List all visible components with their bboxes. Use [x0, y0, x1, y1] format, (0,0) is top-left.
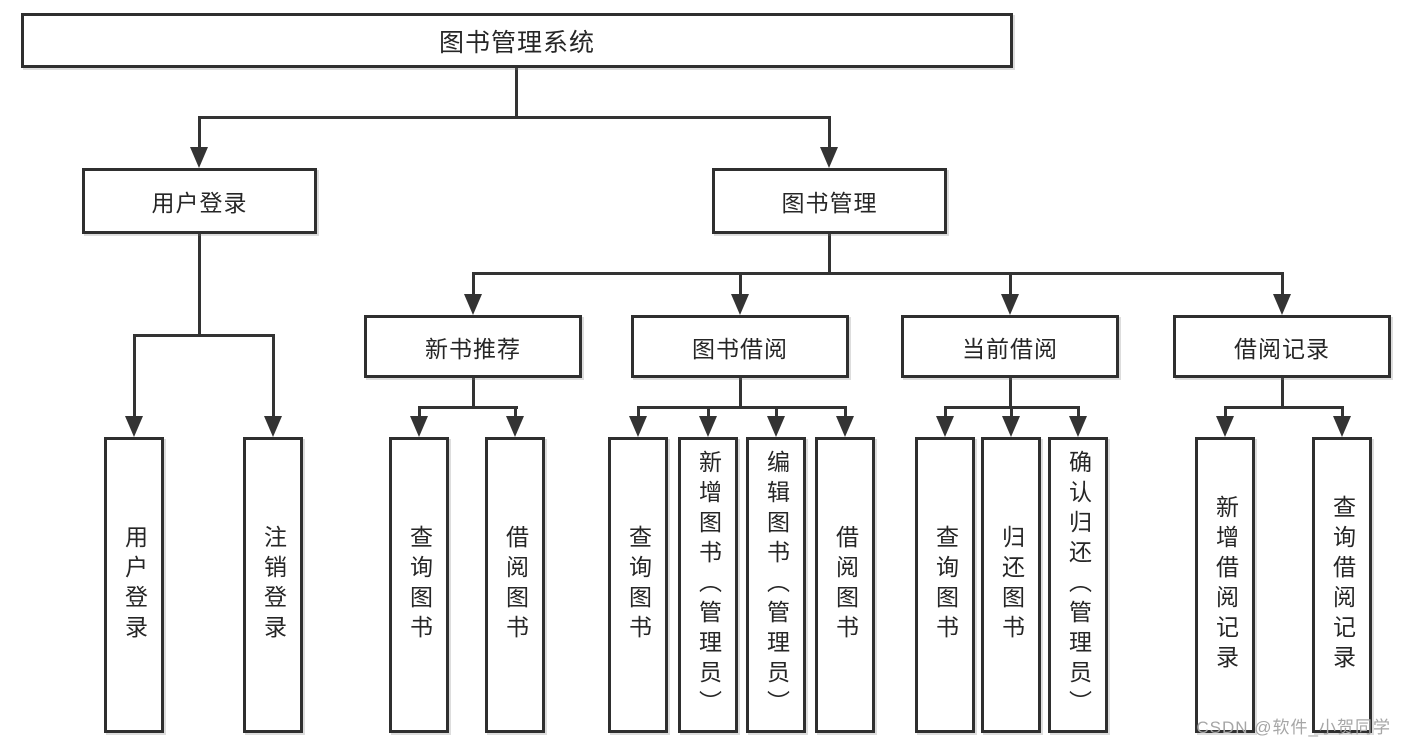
- connector-line: [272, 334, 275, 420]
- connector-line: [1224, 406, 1227, 420]
- connector-line: [1009, 378, 1012, 409]
- leaf-confirm-return-admin-label: 确认归还（管理员）: [1065, 450, 1092, 720]
- node-root-book-management-system: 图书管理系统: [21, 13, 1013, 68]
- arrowhead-down-icon: [767, 416, 785, 437]
- node-user-login: 用户登录: [82, 168, 317, 234]
- arrowhead-down-icon: [836, 416, 854, 437]
- leaf-query-books-borrowing-label: 查询图书: [625, 525, 652, 645]
- leaf-query-books-borrowing: 查询图书: [608, 437, 668, 733]
- leaf-return-books: 归还图书: [981, 437, 1041, 733]
- node-user-login-label: 用户登录: [151, 190, 248, 216]
- connector-line: [1077, 406, 1080, 420]
- connector-line: [637, 406, 640, 420]
- connector-line: [707, 406, 710, 420]
- node-borrowing-records: 借阅记录: [1173, 315, 1391, 378]
- node-new-book-recommendation: 新书推荐: [364, 315, 582, 378]
- arrowhead-down-icon: [820, 147, 838, 168]
- connector-line: [739, 272, 742, 298]
- node-current-borrowing: 当前借阅: [901, 315, 1119, 378]
- leaf-borrow-books-recommendation: 借阅图书: [485, 437, 545, 733]
- arrowhead-down-icon: [125, 416, 143, 437]
- connector-line: [1009, 272, 1012, 298]
- leaf-add-books-admin: 新增图书（管理员）: [678, 437, 738, 733]
- arrowhead-down-icon: [410, 416, 428, 437]
- leaf-query-borrow-record-label: 查询借阅记录: [1329, 495, 1356, 675]
- connector-line: [514, 406, 517, 420]
- node-current-borrowing-label: 当前借阅: [962, 335, 1058, 362]
- arrowhead-down-icon: [264, 416, 282, 437]
- connector-line: [844, 406, 847, 420]
- node-book-management-label: 图书管理: [781, 190, 878, 216]
- leaf-edit-books-admin-label: 编辑图书（管理员）: [763, 450, 790, 720]
- leaf-add-borrow-record-label: 新增借阅记录: [1212, 495, 1239, 675]
- leaf-logout: 注销登录: [243, 437, 303, 733]
- connector-line: [133, 334, 136, 420]
- leaf-edit-books-admin: 编辑图书（管理员）: [746, 437, 806, 733]
- connector-line: [133, 334, 275, 337]
- node-book-management: 图书管理: [712, 168, 947, 234]
- connector-line: [637, 406, 847, 409]
- leaf-logout-label: 注销登录: [260, 525, 287, 645]
- connector-line: [472, 272, 475, 298]
- connector-line: [1281, 272, 1284, 298]
- connector-line: [1341, 406, 1344, 420]
- connector-line: [1281, 378, 1284, 409]
- leaf-user-login: 用户登录: [104, 437, 164, 733]
- leaf-return-books-label: 归还图书: [998, 525, 1025, 645]
- node-root-label: 图书管理系统: [438, 28, 595, 57]
- connector-line: [828, 116, 831, 152]
- connector-line: [472, 378, 475, 409]
- connector-line: [198, 116, 831, 119]
- arrowhead-down-icon: [506, 416, 524, 437]
- connector-line: [1010, 406, 1013, 420]
- leaf-add-borrow-record: 新增借阅记录: [1195, 437, 1255, 733]
- node-borrowing-records-label: 借阅记录: [1234, 335, 1330, 362]
- leaf-query-books-current-label: 查询图书: [932, 525, 959, 645]
- leaf-add-books-admin-label: 新增图书（管理员）: [695, 450, 722, 720]
- arrowhead-down-icon: [1001, 294, 1019, 315]
- node-book-borrowing-label: 图书借阅: [692, 335, 788, 362]
- arrowhead-down-icon: [1333, 416, 1351, 437]
- connector-line: [418, 406, 518, 409]
- leaf-query-books-recommendation-label: 查询图书: [406, 525, 433, 645]
- connector-line: [198, 116, 201, 152]
- connector-line: [739, 378, 742, 409]
- arrowhead-down-icon: [1216, 416, 1234, 437]
- leaf-query-books-current: 查询图书: [915, 437, 975, 733]
- connector-line: [775, 406, 778, 420]
- connector-line: [515, 68, 518, 118]
- connector-line: [1224, 406, 1343, 409]
- csdn-watermark: CSDN @软件_小贺同学: [1196, 718, 1391, 737]
- connector-line: [418, 406, 421, 420]
- arrowhead-down-icon: [464, 294, 482, 315]
- node-new-book-recommendation-label: 新书推荐: [425, 335, 521, 362]
- arrowhead-down-icon: [1002, 416, 1020, 437]
- leaf-borrow-books-borrowing-label: 借阅图书: [832, 525, 859, 645]
- connector-line: [828, 234, 831, 275]
- connector-line: [944, 406, 947, 420]
- arrowhead-down-icon: [699, 416, 717, 437]
- leaf-user-login-label: 用户登录: [121, 525, 148, 645]
- leaf-query-books-recommendation: 查询图书: [389, 437, 449, 733]
- arrowhead-down-icon: [1273, 294, 1291, 315]
- connector-line: [198, 234, 201, 337]
- leaf-confirm-return-admin: 确认归还（管理员）: [1048, 437, 1108, 733]
- arrowhead-down-icon: [1069, 416, 1087, 437]
- arrowhead-down-icon: [936, 416, 954, 437]
- leaf-borrow-books-borrowing: 借阅图书: [815, 437, 875, 733]
- arrowhead-down-icon: [629, 416, 647, 437]
- connector-line: [472, 272, 1284, 275]
- leaf-query-borrow-record: 查询借阅记录: [1312, 437, 1372, 733]
- arrowhead-down-icon: [190, 147, 208, 168]
- leaf-borrow-books-recommendation-label: 借阅图书: [502, 525, 529, 645]
- arrowhead-down-icon: [731, 294, 749, 315]
- node-book-borrowing: 图书借阅: [631, 315, 849, 378]
